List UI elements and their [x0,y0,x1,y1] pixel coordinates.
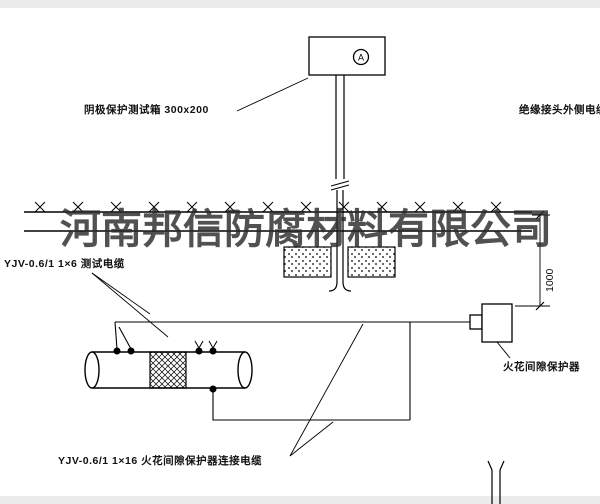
insulated-joint [149,351,187,389]
concrete-blocks [283,246,396,278]
sheet-margin-top [0,0,600,8]
connection-cable-label: YJV-0.6/1 1×16 火花间隙保护器连接电缆 [58,455,263,467]
test-cable-label: YJV-0.6/1 1×6 测试电缆 [4,258,125,270]
sheet-margin-bottom [0,496,600,504]
dimension-line [515,210,550,311]
spark-gap-label: 火花间隙保护器 [503,361,580,373]
leader-lines [91,77,511,457]
spark-gap-protector [469,303,513,343]
dimension-1000-label: 1000 [544,268,556,292]
ground-line [24,201,532,232]
conduit-riser [328,75,352,292]
cable-runs [114,321,470,421]
company-watermark: 河南邦信防腐材料有限公司 [60,206,552,252]
riser-stub-symbol [487,460,505,504]
test-box [308,36,386,76]
test-box-label: 阴极保护测试箱 300x200 [84,104,209,116]
pipeline [84,351,253,389]
meter-symbol: A [358,53,364,63]
insulated-joint-cable-label: 绝缘接头外侧电缆 [519,104,600,116]
